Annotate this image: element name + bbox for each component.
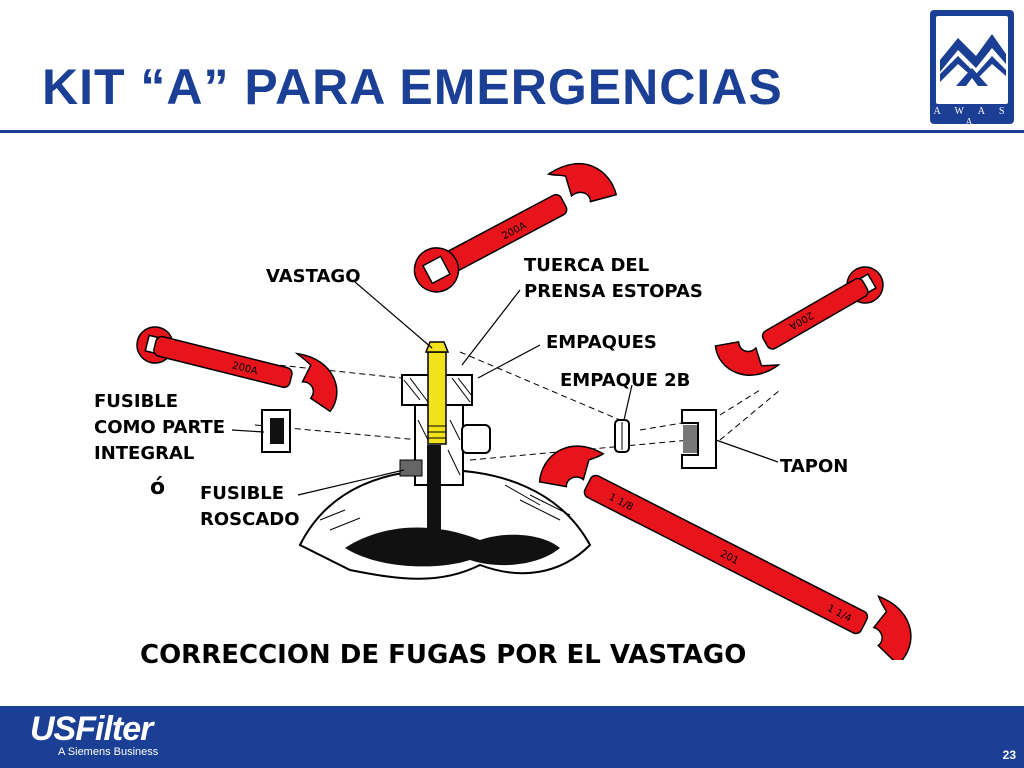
label-fusible-integral: FUSIBLE COMO PARTE INTEGRAL bbox=[94, 391, 226, 465]
label-fusible-roscado: FUSIBLE ROSCADO bbox=[200, 483, 300, 531]
label-tuerca-prensa-estopas: TUERCA DEL PRENSA ESTOPAS bbox=[524, 255, 703, 303]
wrench-long: 1 1/8 201 1 1/4 bbox=[538, 445, 912, 660]
empaque-2b-part bbox=[614, 419, 630, 453]
title-divider bbox=[0, 130, 1024, 133]
wrench-top: 200A bbox=[413, 163, 618, 293]
fusible-integral-part bbox=[261, 409, 291, 453]
valve-body bbox=[298, 374, 592, 580]
footer-bar: USFilter A Siemens Business 23 bbox=[0, 706, 1024, 768]
usfilter-logo: USFilter bbox=[30, 710, 153, 748]
label-empaque-2b: EMPAQUE 2B bbox=[560, 370, 691, 391]
logo-wordmark: A W A S A bbox=[933, 106, 1011, 128]
stem-vastago bbox=[424, 341, 450, 445]
awasa-mountain-logo-icon bbox=[940, 34, 1006, 86]
brand-subtitle: A Siemens Business bbox=[58, 746, 159, 758]
diagram-caption: CORRECCION DE FUGAS POR EL VASTAGO bbox=[140, 640, 747, 670]
label-o-conjunction: ó bbox=[150, 475, 166, 500]
label-vastago: VASTAGO bbox=[266, 266, 361, 287]
tapon-part bbox=[681, 409, 717, 469]
page-number: 23 bbox=[1002, 748, 1016, 762]
valve-kit-diagram: 200A 200A 200A 1 1/8 201 1 1/4 bbox=[136, 163, 912, 660]
awasa-logo: A W A S A bbox=[930, 10, 1014, 128]
wrench-left: 200A bbox=[136, 326, 338, 413]
label-tapon: TAPON bbox=[780, 456, 849, 477]
label-empaques: EMPAQUES bbox=[546, 332, 657, 353]
wrench-right: 200A bbox=[714, 266, 884, 376]
slide-title: KIT “A” PARA EMERGENCIAS bbox=[42, 59, 783, 115]
leader-lines bbox=[231, 281, 779, 496]
